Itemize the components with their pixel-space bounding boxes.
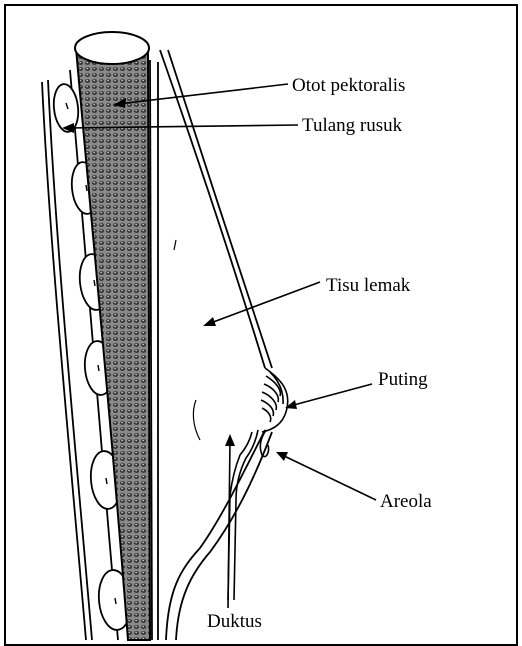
leader-areola <box>280 454 376 500</box>
label-fat-tissue: Tisu lemak <box>326 275 411 296</box>
breast-outline <box>160 50 272 640</box>
label-pectoral-muscle: Otot pektoralis <box>292 75 405 96</box>
nipple <box>261 368 288 432</box>
label-areola: Areola <box>380 491 432 512</box>
leader-duct <box>228 440 230 608</box>
label-rib: Tulang rusuk <box>302 115 403 136</box>
chest-wall-front <box>150 60 158 640</box>
rib-1 <box>52 83 81 133</box>
leader-nipple <box>290 384 372 406</box>
fat-tissue-mark <box>193 400 200 440</box>
label-nipple: Puting <box>378 369 428 390</box>
pectoral-muscle <box>75 32 150 640</box>
leader-fat <box>208 282 320 324</box>
label-duct: Duktus <box>207 611 262 632</box>
